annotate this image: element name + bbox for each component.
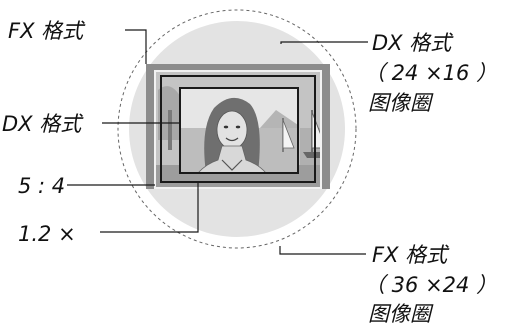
- label-crop-1-2x: 1.2 ×: [18, 222, 76, 246]
- label-ratio-5-4: 5 : 4: [18, 174, 65, 198]
- label-dx-circle-title: DX 格式: [372, 31, 454, 55]
- label-dx-circle-caption: 图像圈: [368, 91, 434, 115]
- crop-1-2x-frame: [160, 75, 316, 183]
- label-fx-circle-size: （ 36 ×24 ）: [364, 273, 497, 297]
- label-dx-circle-size: （ 24 ×16 ）: [364, 61, 497, 85]
- ratio-5-4-frame: [154, 70, 322, 189]
- fx-image-circle: [117, 9, 357, 249]
- dx-frame: [179, 87, 299, 174]
- leader-dx-circle: [280, 41, 368, 44]
- dx-photo: [180, 88, 298, 173]
- leader-fx-circle: [279, 246, 366, 255]
- label-fx-circle-title: FX 格式: [372, 243, 450, 267]
- label-fx-circle-caption: 图像圈: [368, 302, 434, 326]
- leader-fx-top: [125, 29, 147, 64]
- leader-crop-1-2x: [100, 182, 199, 233]
- label-dx-format-left: DX 格式: [2, 112, 84, 136]
- label-fx-format-top: FX 格式: [8, 19, 86, 43]
